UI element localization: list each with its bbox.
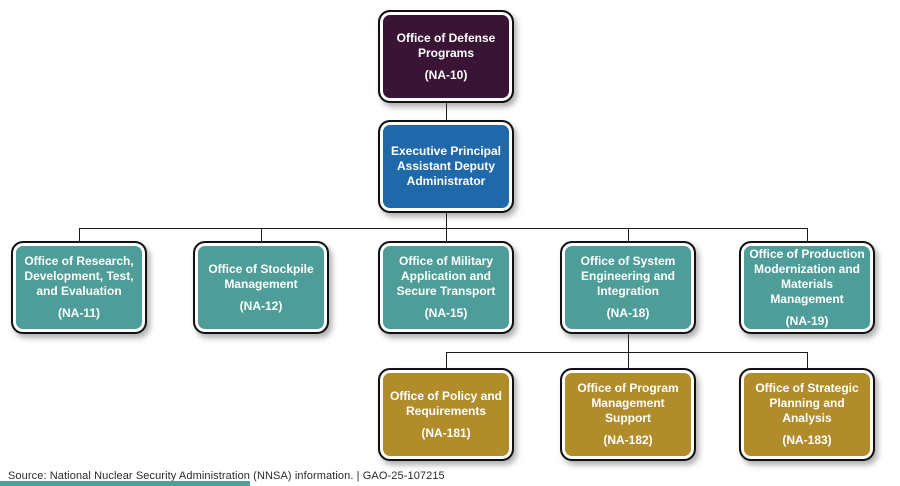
org-box-na15-code: (NA-15) xyxy=(424,306,468,320)
org-box-na10-code: (NA-10) xyxy=(424,67,468,82)
org-box-na10-name: Office of Defense Programs xyxy=(396,30,496,60)
org-box-na181: Office of Policy and Requirements (NA-18… xyxy=(378,368,514,461)
org-box-na183: Office of Strategic Planning and Analysi… xyxy=(739,368,875,461)
org-box-na181-name: Office of Policy and Requirements xyxy=(389,388,503,418)
org-box-na12-name: Office of Stockpile Management xyxy=(208,261,314,291)
connector-stub-na182 xyxy=(628,352,629,368)
connector-deputy-down xyxy=(446,213,447,228)
org-box-na11: Office of Research, Development, Test, a… xyxy=(11,241,147,334)
org-box-na12: Office of Stockpile Management (NA-12) xyxy=(193,241,329,334)
org-box-na15-name: Office of Military Application and Secur… xyxy=(396,254,496,298)
org-box-na19-code: (NA-19) xyxy=(785,313,829,328)
org-box-na19: Office of Production Modernization and M… xyxy=(739,241,875,334)
org-box-na183-name: Office of Strategic Planning and Analysi… xyxy=(755,381,859,425)
connector-stub-na18 xyxy=(628,228,629,241)
connector-stub-na181 xyxy=(446,352,447,368)
connector-stub-na15 xyxy=(446,228,447,241)
org-box-na11-name: Office of Research, Development, Test, a… xyxy=(24,254,134,298)
footer-accent-bar xyxy=(0,481,250,486)
connector-stub-na19 xyxy=(807,228,808,241)
source-attribution: Source: National Nuclear Security Admini… xyxy=(8,470,445,482)
org-box-na19-name: Office of Production Modernization and M… xyxy=(749,246,865,306)
org-box-na18: Office of System Engineering and Integra… xyxy=(560,241,696,334)
connector-level3-horizontal xyxy=(446,352,807,353)
connector-stub-na12 xyxy=(261,228,262,241)
org-box-na182: Office of Program Management Support (NA… xyxy=(560,368,696,461)
org-box-deputy-administrator: Executive Principal Assistant Deputy Adm… xyxy=(378,120,514,213)
org-box-na12-code: (NA-12) xyxy=(239,298,283,313)
org-box-na11-code: (NA-11) xyxy=(57,306,100,320)
org-box-na18-code: (NA-18) xyxy=(606,306,650,320)
org-box-deputy-name: Executive Principal Assistant Deputy Adm… xyxy=(390,144,502,188)
connector-stub-na11 xyxy=(79,228,80,241)
org-box-na18-name: Office of System Engineering and Integra… xyxy=(580,254,676,298)
org-box-na181-code: (NA-181) xyxy=(421,425,471,440)
connector-root-to-deputy xyxy=(446,103,447,120)
connector-stub-na183 xyxy=(807,352,808,368)
org-box-na10: Office of Defense Programs (NA-10) xyxy=(378,10,514,103)
org-box-na183-code: (NA-183) xyxy=(782,433,832,447)
connector-na18-down xyxy=(628,334,629,352)
org-box-na15: Office of Military Application and Secur… xyxy=(378,241,514,334)
org-box-na182-code: (NA-182) xyxy=(603,433,653,447)
connector-level2-horizontal xyxy=(79,228,807,229)
org-box-na182-name: Office of Program Management Support xyxy=(577,381,679,425)
